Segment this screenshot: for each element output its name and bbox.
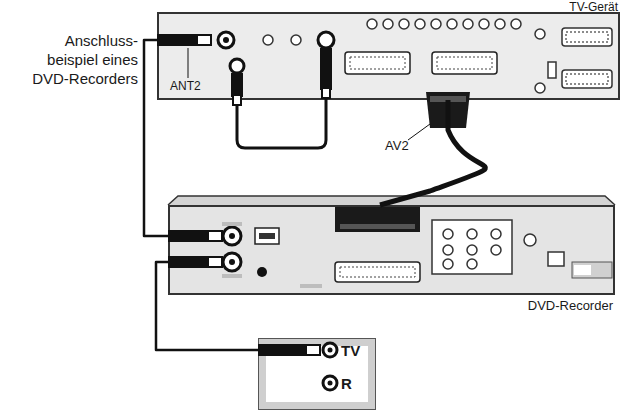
port-label: ANT2: [170, 79, 201, 93]
node-label: TV: [341, 342, 360, 359]
node-label: R: [341, 375, 352, 392]
tv-panel: TV-Gerät: [157, 12, 620, 100]
leader-line: [408, 124, 430, 140]
edge-label: AV2: [385, 138, 409, 153]
node-label: DVD-Recorder: [528, 298, 613, 313]
dvd-recorder-panel: DVD-Recorder: [168, 205, 615, 295]
cable-connector: [380, 100, 485, 205]
wall-socket: TV R: [258, 338, 376, 410]
recorder-top-edge: [168, 196, 615, 205]
node-label: TV-Gerät: [569, 0, 618, 14]
caption-label: Anschluss- beispiel eines DVD-Recorders: [20, 31, 138, 88]
